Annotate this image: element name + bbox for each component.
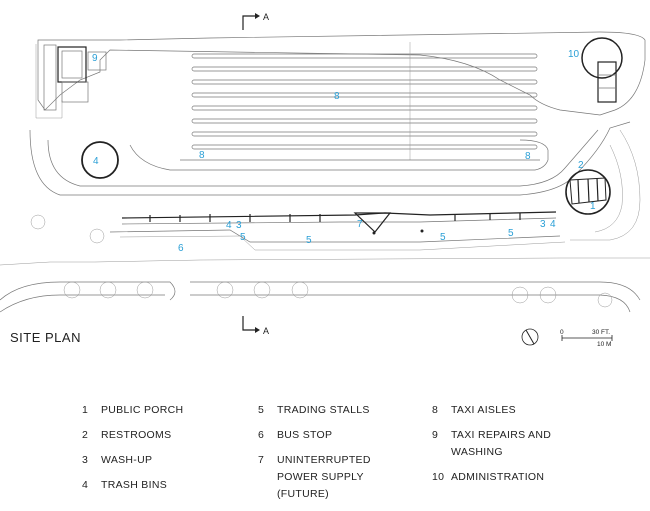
plan-label-1: 1 (590, 201, 596, 212)
administration-building (581, 37, 623, 103)
plan-label-4: 4 (93, 156, 99, 167)
plan-label-9: 9 (92, 53, 98, 64)
svg-text:30 FT.: 30 FT. (592, 329, 610, 336)
legend-item: 7 UNINTERRUPTED POWER SUPPLY (FUTURE) (258, 454, 371, 500)
plan-label-10: 10 (568, 49, 580, 60)
plan-label-4: 4 (226, 220, 232, 231)
svg-text:A: A (263, 326, 269, 336)
legend-item: 10 ADMINISTRATION (432, 471, 545, 483)
section-mark-bottom: A (242, 316, 269, 336)
plan-label-8: 8 (199, 150, 205, 161)
legend-column-2: 5 TRADING STALLS 6 BUS STOP 7 UNINTERRUP… (258, 402, 412, 511)
plan-label-6: 6 (178, 243, 184, 254)
scale-bar: 0 30 FT. 10 M (560, 329, 613, 348)
svg-text:A: A (263, 12, 269, 22)
plan-label-2: 2 (578, 160, 584, 171)
plan-label-4: 4 (550, 219, 556, 230)
legend-item: 4 TRASH BINS (82, 479, 168, 491)
north-arrow (521, 328, 539, 346)
site-plan-drawing: A A 0 30 FT. 10 M 9 10 8 8 8 4 2 1 4 3 3… (0, 12, 650, 348)
plan-label-5: 5 (306, 235, 312, 246)
legend-item: 8 TAXI AISLES (432, 404, 516, 416)
plan-label-8: 8 (334, 91, 340, 102)
legend-column-1: 1 PUBLIC PORCH 2 RESTROOMS 3 WASH-UP 4 T… (82, 402, 236, 502)
plan-label-3: 3 (236, 220, 242, 231)
market-strip (109, 211, 566, 251)
svg-text:0: 0 (560, 329, 564, 336)
legend-item: 1 PUBLIC PORCH (82, 404, 184, 416)
trash-bin-enclosure (81, 141, 119, 179)
plan-label-5: 5 (440, 232, 446, 243)
taxi-repairs-building (43, 44, 107, 111)
taxi-aisles (191, 42, 538, 160)
plan-label-5: 5 (508, 228, 514, 239)
legend-item: 2 RESTROOMS (82, 429, 172, 441)
legend-item: 5 TRADING STALLS (258, 404, 370, 416)
legend-item: 9 TAXI REPAIRS AND WASHING (432, 429, 552, 458)
legend-column-3: 8 TAXI AISLES 9 TAXI REPAIRS AND WASHING… (432, 402, 586, 494)
svg-text:10 M: 10 M (597, 341, 611, 348)
plan-label-8: 8 (525, 151, 531, 162)
plan-label-7: 7 (357, 219, 363, 230)
page-title: SITE PLAN (10, 330, 81, 345)
legend-item: 6 BUS STOP (258, 429, 333, 441)
plan-label-5: 5 (240, 232, 246, 243)
plan-label-3: 3 (540, 219, 546, 230)
plan-numbers: 9 10 8 8 8 4 2 1 4 3 3 4 5 5 5 5 7 6 (92, 49, 596, 254)
section-mark-top: A (242, 12, 269, 30)
restrooms-building (565, 169, 611, 215)
legend-item: 3 WASH-UP (82, 454, 153, 466)
trees (30, 214, 613, 308)
